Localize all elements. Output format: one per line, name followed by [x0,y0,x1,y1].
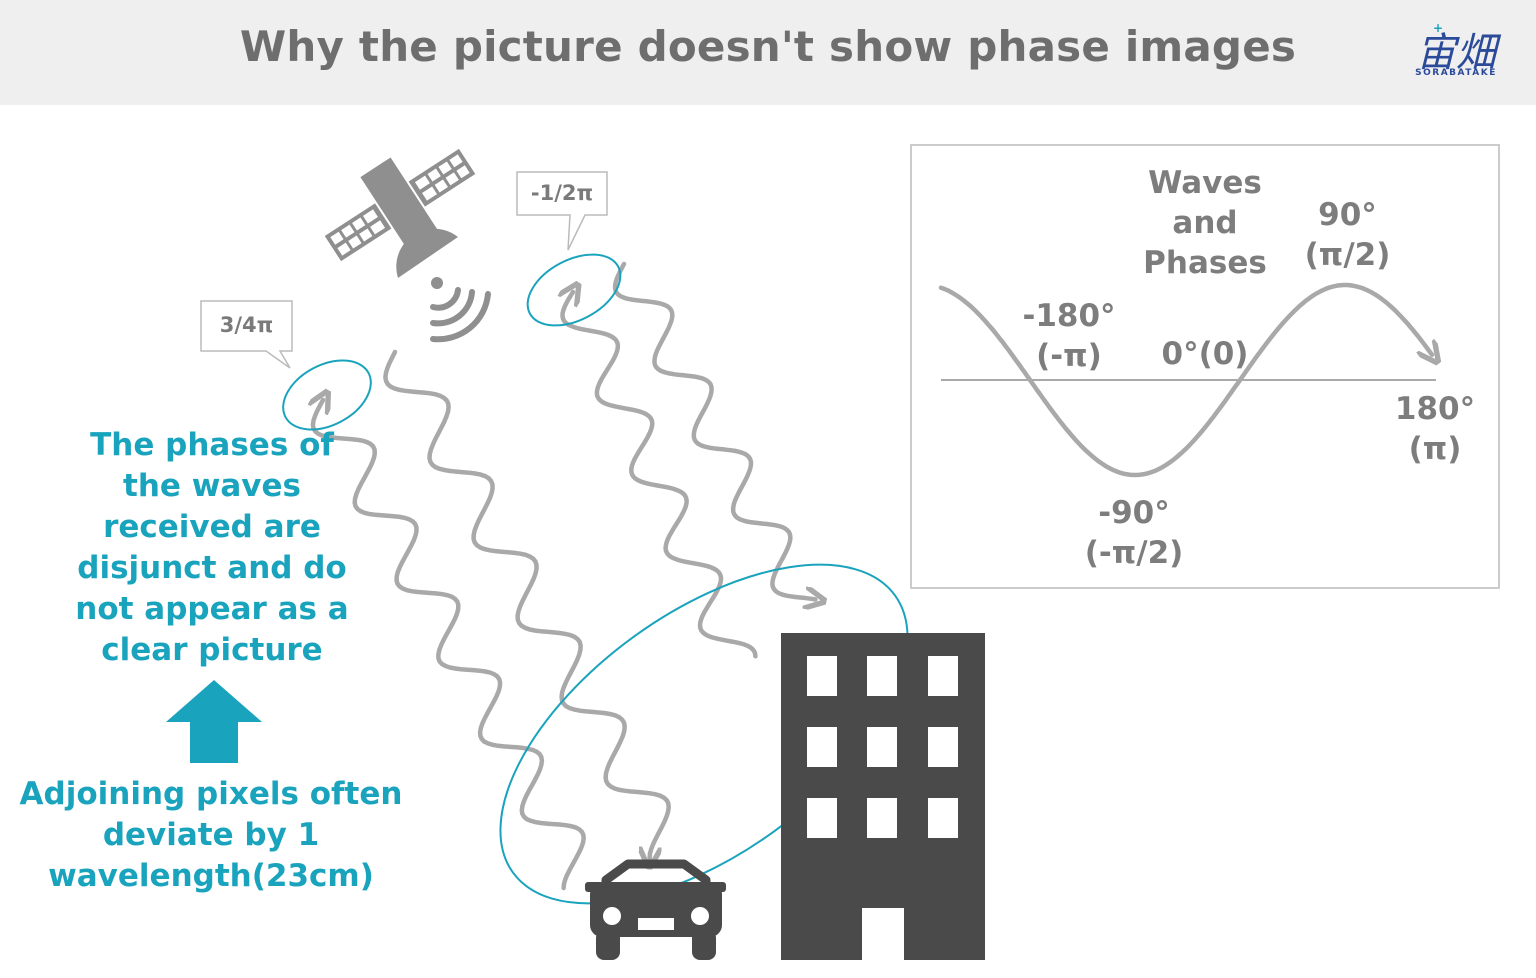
car-icon [585,859,726,960]
logo-subtext: SORABATAKE [1415,68,1497,78]
waves-phases-panel [910,144,1500,589]
wave-ray-4 [563,292,758,659]
callout-right-label: -1/2π [530,181,594,205]
wave-ray-3 [612,261,815,600]
callout-right [516,171,608,251]
svg-text:宙畑: 宙畑 [1416,30,1502,76]
explanation-top: The phases of the waves received are dis… [75,427,349,668]
header-bar [0,0,1536,105]
explanation-bottom: Adjoining pixels often deviate by 1 wave… [19,776,403,894]
callout-left-label: 3/4π [219,313,274,337]
pixel-area-ellipse [499,563,909,905]
satellite-icon [324,148,491,343]
wave-ray-2 [313,400,586,891]
label-90: 90°(π/2) [1304,197,1391,273]
label-180: 180°(π) [1394,391,1476,467]
phase-ellipse-right [526,253,622,327]
callout-left [200,300,293,369]
up-arrow-icon [166,680,262,763]
building-icon [781,633,985,960]
label-minus-90: -90°(-π/2) [1084,495,1184,571]
label-minus-180: -180°(-π) [1022,298,1116,374]
page-title: Why the picture doesn't show phase image… [239,22,1297,71]
svg-text:+: + [1433,21,1443,35]
wave-ray-1 [383,349,671,858]
phase-sine-wave [938,282,1432,478]
phase-ellipse-left [282,359,372,431]
sorabatake-logo: 宙畑 + [1416,21,1502,76]
label-zero: 0°(0) [1161,336,1249,372]
panel-title: Waves and Phases [1143,165,1267,281]
